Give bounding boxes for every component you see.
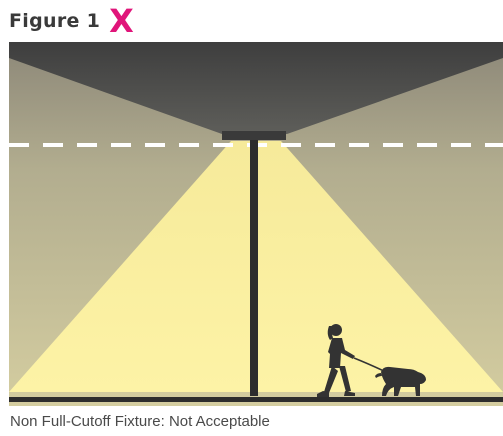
upward-light-glow <box>9 42 503 134</box>
figure-title: Figure 1 <box>9 10 101 32</box>
dog-icon <box>375 366 426 396</box>
figure-header: Figure 1 X <box>9 2 134 40</box>
lighting-diagram <box>9 42 503 406</box>
light-pole <box>250 140 258 396</box>
woman-walking-icon <box>317 324 355 397</box>
ground-line <box>9 397 503 402</box>
not-acceptable-x-icon: X <box>109 2 134 40</box>
figure-caption: Non Full-Cutoff Fixture: Not Acceptable <box>10 413 270 430</box>
light-fixture <box>222 131 286 140</box>
